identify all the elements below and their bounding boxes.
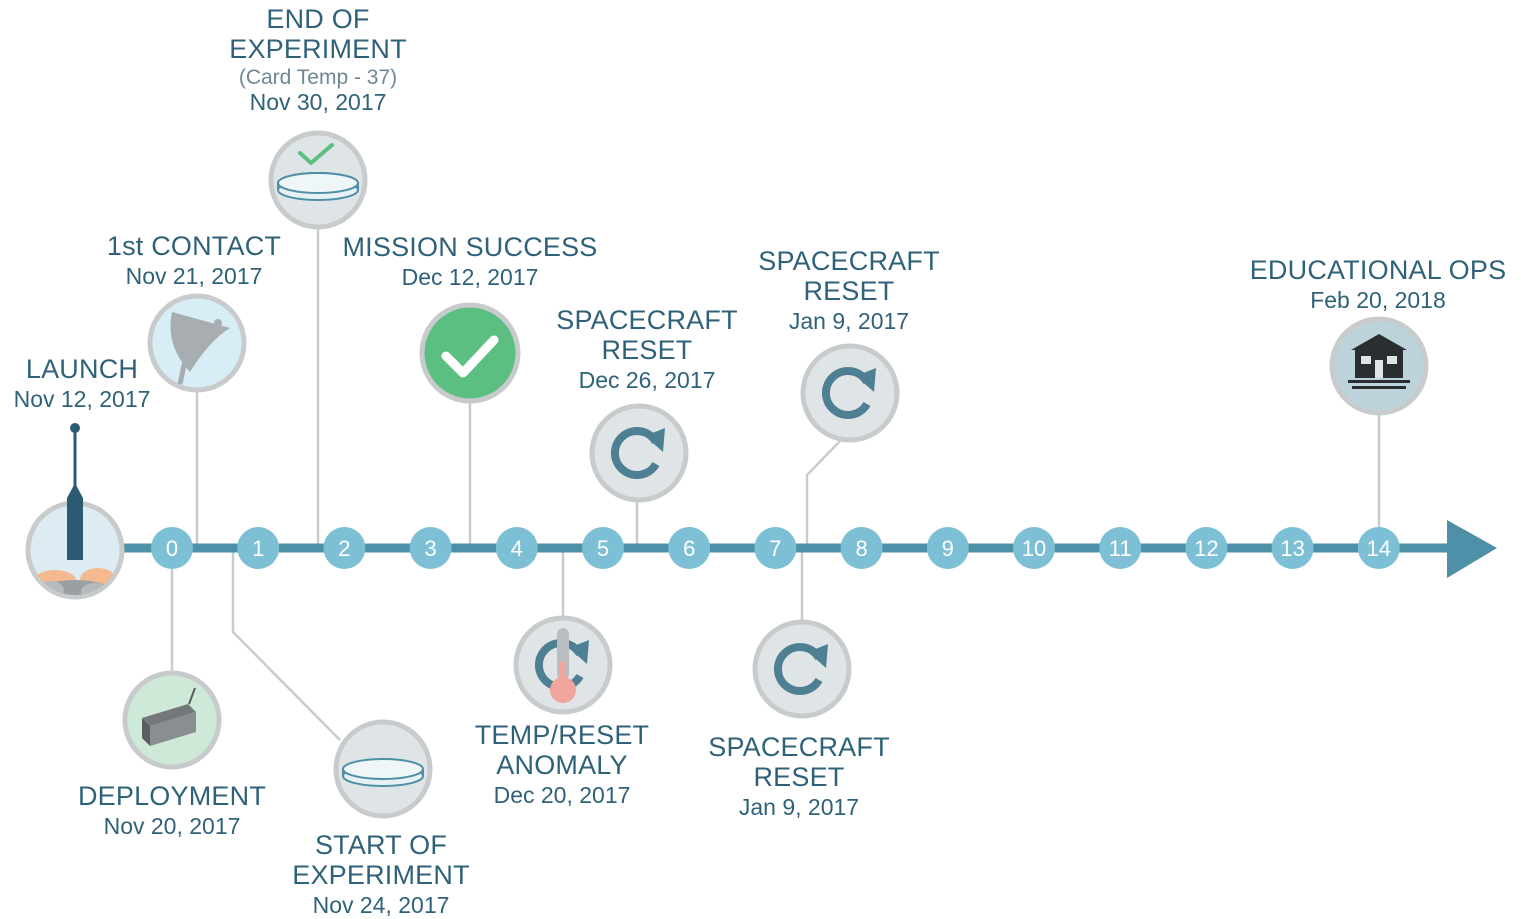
event-date: Dec 26, 2017	[578, 367, 716, 394]
event-title: LAUNCH	[25, 354, 139, 384]
event-title-line2: RESET	[753, 762, 845, 793]
event-title-line1: SPACECRAFT	[708, 732, 890, 762]
label-reset-jan9-bottom: SPACECRAFT RESET Jan 9, 2017	[708, 732, 890, 821]
event-title-line2: RESET	[601, 335, 693, 366]
event-title-line2: RESET	[803, 276, 895, 307]
tick-marker	[1013, 527, 1055, 569]
tick-marker	[151, 527, 193, 569]
event-date: Feb 20, 2018	[1310, 287, 1446, 314]
tick-label: 1	[252, 536, 264, 561]
event-date: Dec 20, 2017	[493, 782, 631, 809]
tick-marker	[754, 527, 797, 569]
event-date: Nov 20, 2017	[103, 813, 241, 840]
label-first-contact: 1st CONTACT Nov 21, 2017	[107, 231, 281, 290]
event-title-line1: START OF	[314, 830, 448, 860]
tick-marker	[1185, 527, 1228, 569]
label-educational-ops: EDUCATIONAL OPS Feb 20, 2018	[1250, 255, 1507, 314]
petri-dish-check-icon	[268, 130, 368, 230]
rocket-icon	[25, 423, 125, 600]
label-end-experiment: END OF EXPERIMENT (Card Temp - 37) Nov 3…	[229, 4, 407, 116]
tick-marker	[668, 527, 711, 569]
tick-marker	[323, 527, 366, 569]
event-title-line2: ANOMALY	[496, 750, 628, 781]
school-building-icon	[1329, 316, 1429, 416]
reset-icon	[589, 403, 689, 503]
event-title-line1: SPACECRAFT	[556, 305, 738, 335]
tick-label: 14	[1367, 536, 1391, 561]
event-subtitle: (Card Temp - 37)	[238, 66, 398, 90]
tick-label: 11	[1109, 536, 1132, 561]
petri-dish-icon	[333, 719, 433, 819]
event-date: Nov 30, 2017	[249, 88, 387, 115]
reset-icon	[800, 343, 900, 443]
event-title-line1: SPACECRAFT	[758, 246, 940, 276]
tick-marker	[840, 527, 883, 569]
event-date: Jan 9, 2017	[738, 794, 860, 821]
event-date: Jan 9, 2017	[788, 308, 910, 335]
label-reset-jan9-top: SPACECRAFT RESET Jan 9, 2017	[758, 246, 940, 335]
reset-icon	[752, 619, 852, 719]
event-title-line1: END OF	[266, 4, 370, 34]
timeline-arrowhead	[1447, 520, 1497, 578]
tick-marker	[409, 527, 452, 569]
tick-marker	[1271, 527, 1314, 569]
tick-marker	[582, 527, 624, 569]
event-title-line2: EXPERIMENT	[292, 860, 470, 891]
tick-label: 7	[769, 536, 781, 561]
cubesat-icon	[122, 670, 222, 770]
tick-label: 0	[166, 536, 178, 561]
tick-label: 12	[1194, 536, 1218, 561]
event-title: 1st CONTACT	[106, 231, 282, 261]
tick-label: 2	[338, 536, 350, 561]
label-launch: LAUNCH Nov 12, 2017	[14, 354, 151, 413]
tick-marker	[1099, 527, 1142, 569]
tick-label: 10	[1022, 536, 1046, 561]
thermometer-reset-icon	[513, 615, 613, 715]
label-start-experiment: START OF EXPERIMENT Nov 24, 2017	[292, 830, 470, 919]
tick-label: 6	[683, 536, 695, 561]
event-date: Nov 24, 2017	[312, 892, 450, 919]
tick-label: 5	[597, 536, 609, 561]
tick-marker	[1357, 527, 1400, 569]
label-deployment: DEPLOYMENT Nov 20, 2017	[78, 781, 266, 840]
event-date: Dec 12, 2017	[401, 264, 539, 291]
satellite-dish-icon	[147, 293, 247, 393]
tick-label: 13	[1280, 536, 1304, 561]
event-title-line2: EXPERIMENT	[229, 34, 407, 65]
tick-label: 9	[942, 536, 954, 561]
label-reset-dec26: SPACECRAFT RESET Dec 26, 2017	[556, 305, 738, 394]
tick-label: 8	[855, 536, 867, 561]
event-date: Nov 12, 2017	[13, 386, 151, 413]
tick-label: 3	[424, 536, 436, 561]
tick-marker	[237, 527, 280, 569]
event-title: MISSION SUCCESS	[342, 232, 598, 262]
tick-label: 4	[511, 536, 523, 561]
label-temp-reset: TEMP/RESET ANOMALY Dec 20, 2017	[475, 720, 650, 809]
checkmark-icon	[419, 302, 521, 404]
event-title: EDUCATIONAL OPS	[1249, 255, 1507, 285]
connector-reset-jan9-top	[805, 439, 842, 548]
event-date: Nov 21, 2017	[125, 263, 263, 290]
connector-start-experiment	[231, 548, 341, 741]
event-title-line1: TEMP/RESET	[474, 720, 650, 750]
event-title: DEPLOYMENT	[77, 781, 267, 811]
tick-marker	[926, 527, 969, 569]
label-mission-success: MISSION SUCCESS Dec 12, 2017	[342, 232, 597, 291]
tick-marker	[495, 527, 538, 569]
